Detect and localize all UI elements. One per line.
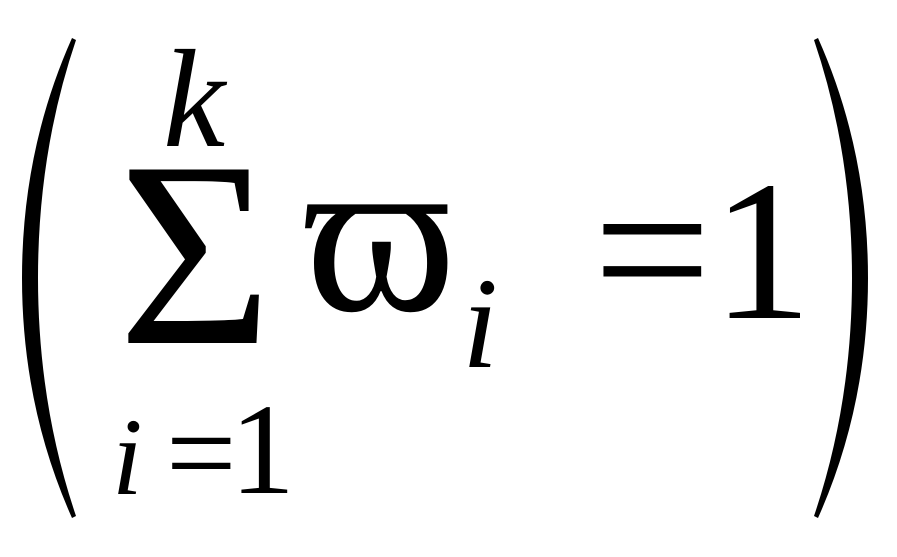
sum-symbol: Σ	[118, 108, 273, 401]
left-parenthesis	[22, 38, 76, 518]
rhs-value: 1	[712, 141, 812, 362]
right-parenthesis	[814, 38, 868, 518]
sum-lower-equals: =	[166, 385, 237, 523]
sum-lower-value: 1	[230, 378, 295, 522]
sum-lower-index: i	[112, 396, 143, 518]
term-subscript: i	[462, 252, 499, 396]
sum-upper-limit: k	[163, 22, 226, 177]
term-symbol: ϖ	[305, 105, 457, 360]
equals-sign: =	[593, 134, 712, 366]
